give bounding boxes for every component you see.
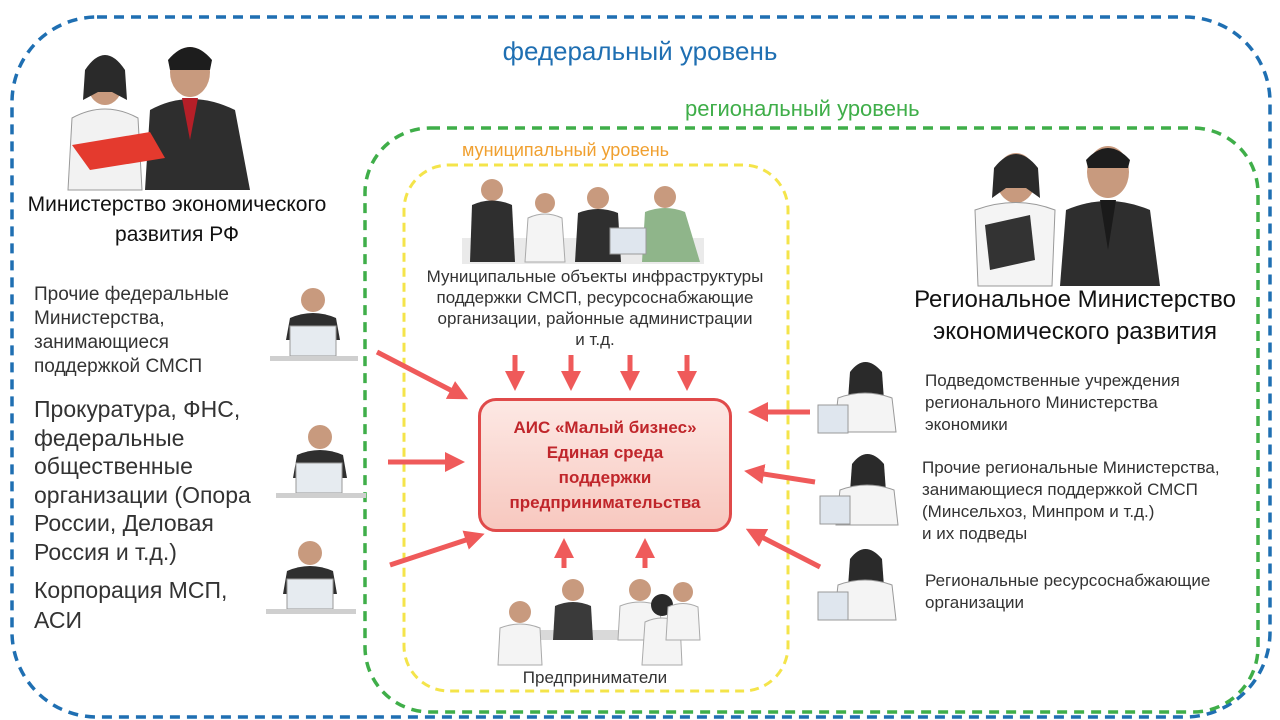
right-item-1-line: экономики — [925, 415, 1008, 434]
municipal-description-line: поддержки СМСП, ресурсоснабжающие — [436, 288, 754, 307]
arrow-right-bottom — [745, 528, 822, 570]
ministry-caption: Министерство экономического развития РФ — [12, 190, 342, 250]
left-desk-worker-3 — [266, 541, 356, 614]
federal-level-frame — [10, 15, 1272, 719]
right-desk-worker-2 — [819, 454, 899, 526]
municipal-meeting-illustration — [462, 179, 704, 264]
right-item-1-line: регионального Министерства — [925, 393, 1158, 412]
ais-central-box: АИС «Малый бизнес» Единая среда поддержк… — [478, 398, 732, 532]
left-item-other-federal-ministries: Прочие федеральные Министерства, занимаю… — [34, 283, 284, 379]
regional-ministry-caption: Региональное Министерство экономического… — [880, 284, 1270, 348]
regional-level-frame — [363, 126, 1260, 714]
regional-ministry-line2: экономического развития — [932, 318, 1218, 345]
left-desk-worker-2 — [276, 425, 366, 498]
right-item-2-line: и их подведы — [922, 524, 1028, 543]
entrepreneurs-illustration — [497, 579, 701, 666]
regional-ministry-line1: Региональное Министерство — [914, 286, 1236, 313]
regional-level-label: региональный уровень — [685, 96, 920, 121]
municipal-description-line: организации, районные администрации — [437, 309, 753, 328]
right-desk-worker-3 — [817, 549, 897, 621]
right-item-other-regional-ministries: Прочие региональные Министерства, занима… — [922, 457, 1262, 545]
left-item-1-line: занимающиеся — [34, 332, 169, 353]
left-item-1-line: Министерства, — [34, 308, 165, 329]
ais-title: АИС «Малый бизнес» — [513, 418, 697, 437]
left-item-2-line: федеральные — [34, 424, 185, 451]
ais-subtitle-line2: Единая среда — [546, 443, 664, 462]
right-item-3-line: организации — [925, 593, 1025, 612]
right-item-2-line: занимающиеся поддержкой СМСП — [922, 480, 1198, 499]
municipal-level-label: муниципальный уровень — [462, 140, 670, 160]
arrow-left-top — [375, 349, 469, 400]
right-item-1-line: Подведомственные учреждения — [925, 371, 1180, 390]
left-item-1-line: поддержкой СМСП — [34, 356, 203, 377]
entrepreneurs-label: Предприниматели — [522, 668, 668, 687]
right-item-subordinate-institutions: Подведомственные учреждения региональног… — [925, 370, 1225, 436]
left-item-2-line: организации (Опора — [34, 481, 251, 508]
arrows — [375, 349, 822, 570]
left-item-prosecutors-fns: Прокуратура, ФНС, федеральные общественн… — [34, 395, 284, 566]
municipal-description-line: Муниципальные объекты инфраструктуры — [426, 267, 764, 286]
regional-officials-illustration — [974, 146, 1160, 287]
left-item-3-line: АСИ — [34, 607, 82, 633]
left-item-2-line: России, Деловая — [34, 510, 214, 536]
right-item-regional-utilities: Региональные ресурсоснабжающие организац… — [925, 570, 1255, 614]
left-item-3-line: Корпорация МСП, — [34, 577, 228, 603]
federal-level-label: федеральный уровень — [502, 36, 778, 66]
ais-subtitle-line3: поддержки — [558, 468, 652, 487]
arrow-right-middle — [744, 464, 816, 485]
ministry-caption-line1: Министерство экономического — [27, 193, 327, 216]
ais-subtitle-line4: предпринимательства — [509, 493, 701, 512]
left-item-2-line: Россия и т.д.) — [34, 538, 177, 565]
ministry-officials-illustration — [67, 47, 250, 191]
left-item-2-line: Прокуратура, ФНС, — [34, 396, 241, 422]
right-item-2-line: (Минсельхоз, Минпром и т.д.) — [922, 502, 1155, 521]
left-desk-worker-1 — [270, 288, 358, 361]
left-item-1-line: Прочие федеральные — [34, 284, 230, 305]
right-desk-worker-1 — [817, 362, 897, 434]
municipal-description: Муниципальные объекты инфраструктуры под… — [405, 266, 785, 350]
left-item-2-line: общественные — [34, 453, 193, 479]
right-item-3-line: Региональные ресурсоснабжающие — [925, 571, 1211, 590]
left-item-msp-corporation: Корпорация МСП, АСИ — [34, 575, 284, 635]
right-item-2-line: Прочие региональные Министерства, — [922, 458, 1220, 477]
arrow-left-bottom — [389, 530, 485, 568]
ministry-caption-line2: развития РФ — [115, 223, 239, 246]
municipal-description-line: и т.д. — [575, 330, 615, 349]
